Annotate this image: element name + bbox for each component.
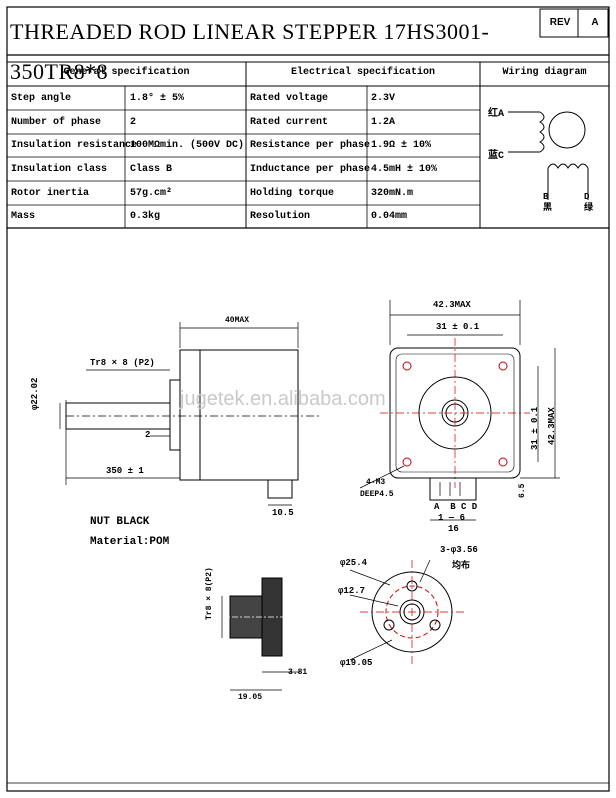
general-spec-value: 57g.cm² [130,188,173,199]
wire-a-label: 红A [488,109,505,120]
mount-holes-label: 4-M3 [366,478,386,487]
electrical-spec-label: Resolution [250,211,311,222]
wire-c-label: 蓝C [488,151,505,162]
rev-label: REV [549,17,571,28]
nut-color-label: NUT BLACK [90,516,150,528]
general-spec-label: Insulation resistance [11,140,138,151]
hole-depth-label: DEEP4.5 [360,490,394,499]
rod-length-dim: 350 ± 1 [106,466,144,476]
electrical-spec-label: Resistance per phase [250,140,371,151]
general-spec-value: 100MΩmin. (500V DC) [130,140,245,151]
shaft-step-dim: 2 [145,430,151,440]
shaft-dia-dim: φ22.02 [30,377,40,410]
nut-material-label: Material:POM [90,536,170,548]
general-spec-label: Step angle [11,93,72,104]
general-spec-label: Insulation class [11,164,108,175]
connector-offset-dim: 6.5 [518,483,527,498]
front-view [359,300,560,521]
drawing-title: THREADED ROD LINEAR STEPPER 17HS3001-350… [10,19,490,84]
connector-width-dim: 16 [448,524,459,534]
electrical-spec-value: 320mN.m [371,188,414,199]
nut-thread-label: Tr8 × 8(P2) [205,567,214,620]
nut-inner-dia-dim: φ12.7 [338,586,366,596]
wiring-diagram [508,111,589,200]
general-spec-label: Number of phase [11,117,102,128]
side-view [59,322,320,506]
general-spec-value: 2 [130,117,137,128]
nut-holes-note: 均布 [452,561,471,571]
general-spec-label: Mass [11,211,36,222]
general-spec-label: Rotor inertia [11,188,90,199]
pin-pitch-label: 1 — 6 [438,513,466,523]
nut-pcd-dim: φ19.05 [340,658,373,668]
electrical-spec-value: 1.2A [371,117,396,128]
general-spec-value: Class B [130,164,173,175]
nut-outer-dia-dim: φ25.4 [340,558,368,568]
general-spec-value: 1.8° ± 5% [130,93,185,104]
nut-holes-label: 3-φ3.56 [440,545,478,555]
electrical-spec-header: Electrical specification [290,67,436,78]
nut-front-view [349,559,464,664]
hole-spacing-h-dim: 31 ± 0.1 [436,322,480,332]
watermark: jugetek.en.alibaba.com [180,388,386,410]
nut-width-dim: 19.05 [238,693,263,702]
thread-spec-label: Tr8 × 8 (P2) [90,358,155,368]
rev-value: A [591,17,599,28]
general-spec-value: 0.3kg [130,211,161,222]
electrical-spec-value: 0.04mm [371,211,408,222]
nut-side-view [220,577,300,691]
electrical-spec-label: Inductance per phase [250,164,371,175]
general-spec-header: General specification [63,67,190,78]
front-height-max-dim: 42.3MAX [547,407,557,445]
electrical-spec-value: 4.5mH ± 10% [371,164,438,175]
connector-pins-label: A B C D [434,502,478,512]
side-width-dim: 40MAX [225,316,250,325]
front-width-max-dim: 42.3MAX [433,300,471,310]
wire-d-label: D 绿 [584,192,594,213]
electrical-spec-value: 1.9Ω ± 10% [371,140,432,151]
hole-spacing-v-dim: 31 ± 0.1 [530,406,540,450]
electrical-spec-label: Holding torque [250,188,335,199]
electrical-spec-label: Rated voltage [250,93,329,104]
electrical-spec-label: Rated current [250,117,329,128]
nut-flange-dim: 3.81 [288,668,308,677]
electrical-spec-value: 2.3V [371,93,396,104]
connector-dim: 10.5 [272,508,294,518]
wire-b-label: B 黑 [543,192,553,213]
wiring-diagram-header: Wiring diagram [502,67,587,78]
